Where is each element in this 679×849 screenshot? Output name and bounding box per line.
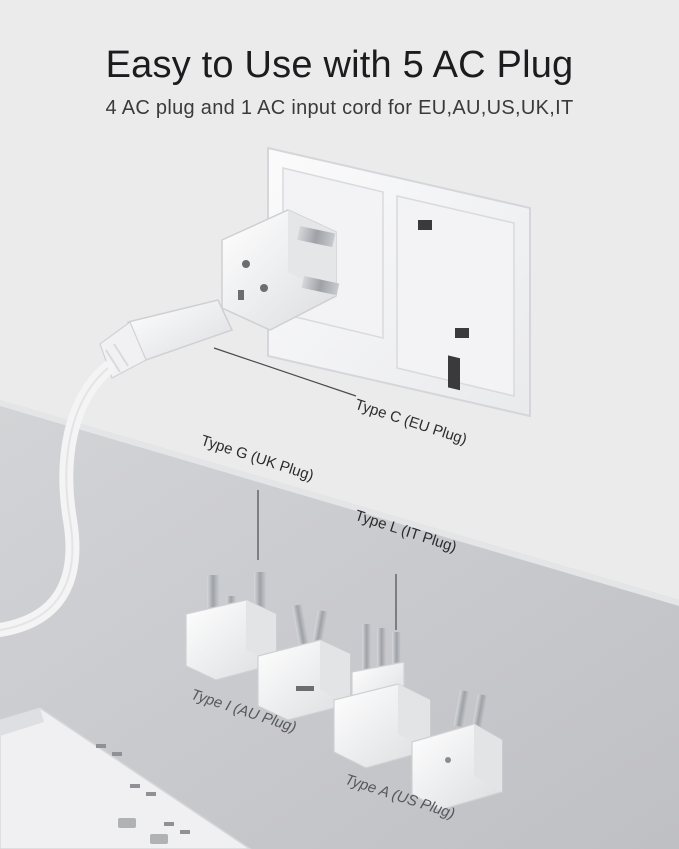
eu-cord-plug <box>99 299 234 379</box>
type-a-adapter <box>411 690 503 811</box>
socket-hole-earth <box>448 355 460 391</box>
headline: Easy to Use with 5 AC Plug <box>105 44 574 86</box>
type-l-adapter <box>333 624 431 769</box>
subheadline: 4 AC plug and 1 AC input cord for EU,AU,… <box>105 97 574 119</box>
table-surface <box>0 400 679 849</box>
plugged-adapter <box>221 209 340 331</box>
socket-hole-live <box>418 220 432 230</box>
type-i-adapter <box>257 604 351 721</box>
socket-hole-neutral <box>455 328 469 338</box>
power-strip-icon <box>0 707 252 849</box>
type-g-adapter <box>185 572 277 681</box>
leader-lines <box>213 347 397 630</box>
